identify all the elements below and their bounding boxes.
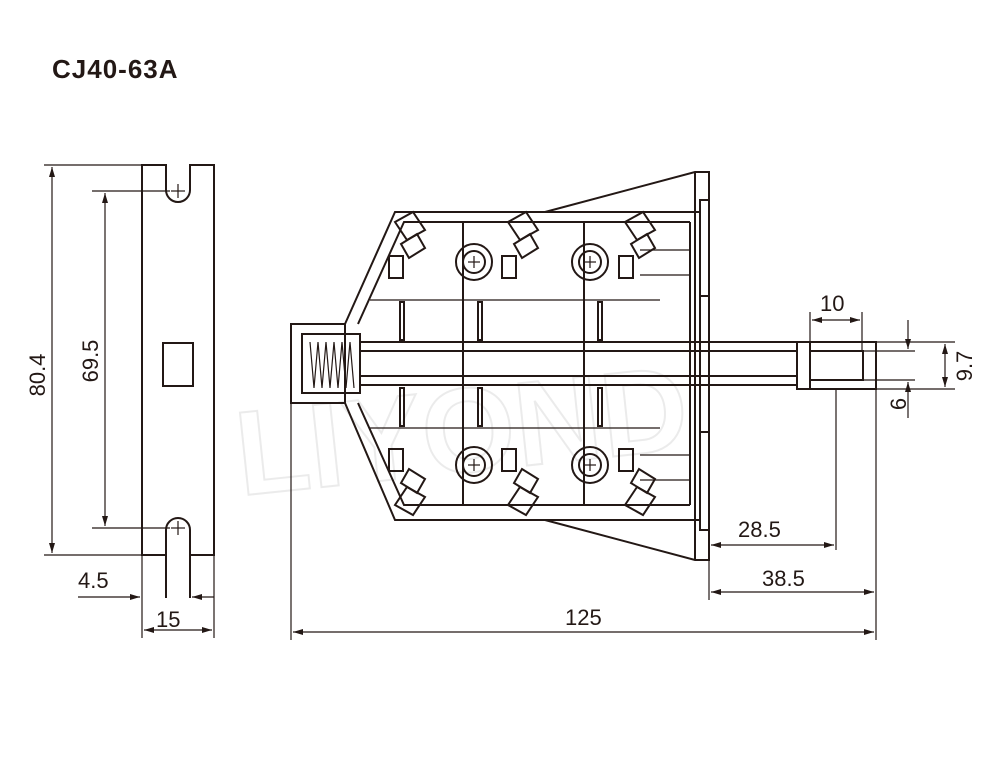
terminal-screw-icon <box>455 243 493 281</box>
front-view: 125 38.5 28.5 10 9.7 6 <box>290 171 977 640</box>
top-slot-plus-icon <box>171 184 185 198</box>
dim-total-height-label: 80.4 <box>25 354 50 397</box>
spring-icon <box>309 341 355 389</box>
main-housing <box>344 211 701 521</box>
dim-shaft-length-label: 38.5 <box>762 566 805 591</box>
terminal-screw-icon <box>571 243 609 281</box>
dim-hole-spacing-label: 69.5 <box>78 340 103 383</box>
page-title: CJ40-63A <box>52 54 179 84</box>
dim-slot-offset-label: 4.5 <box>78 568 109 593</box>
dim-width-label: 15 <box>156 607 180 632</box>
bottom-slot-plus-icon <box>171 521 185 535</box>
side-view-window <box>162 342 194 387</box>
shaft-tip <box>796 341 811 390</box>
dim-shaft-reach-label: 28.5 <box>738 517 781 542</box>
watermark-logo: LIYOND <box>229 341 694 522</box>
dim-shaft-thickness-label: 6 <box>886 398 911 410</box>
dim-shaft-height-label: 9.7 <box>952 351 977 382</box>
side-view: 80.4 69.5 4.5 15 <box>25 164 215 638</box>
dim-shaft-tip-label: 10 <box>820 291 844 316</box>
dim-overall-length-label: 125 <box>565 605 602 630</box>
side-view-body <box>141 164 215 556</box>
mounting-plate <box>544 171 710 561</box>
